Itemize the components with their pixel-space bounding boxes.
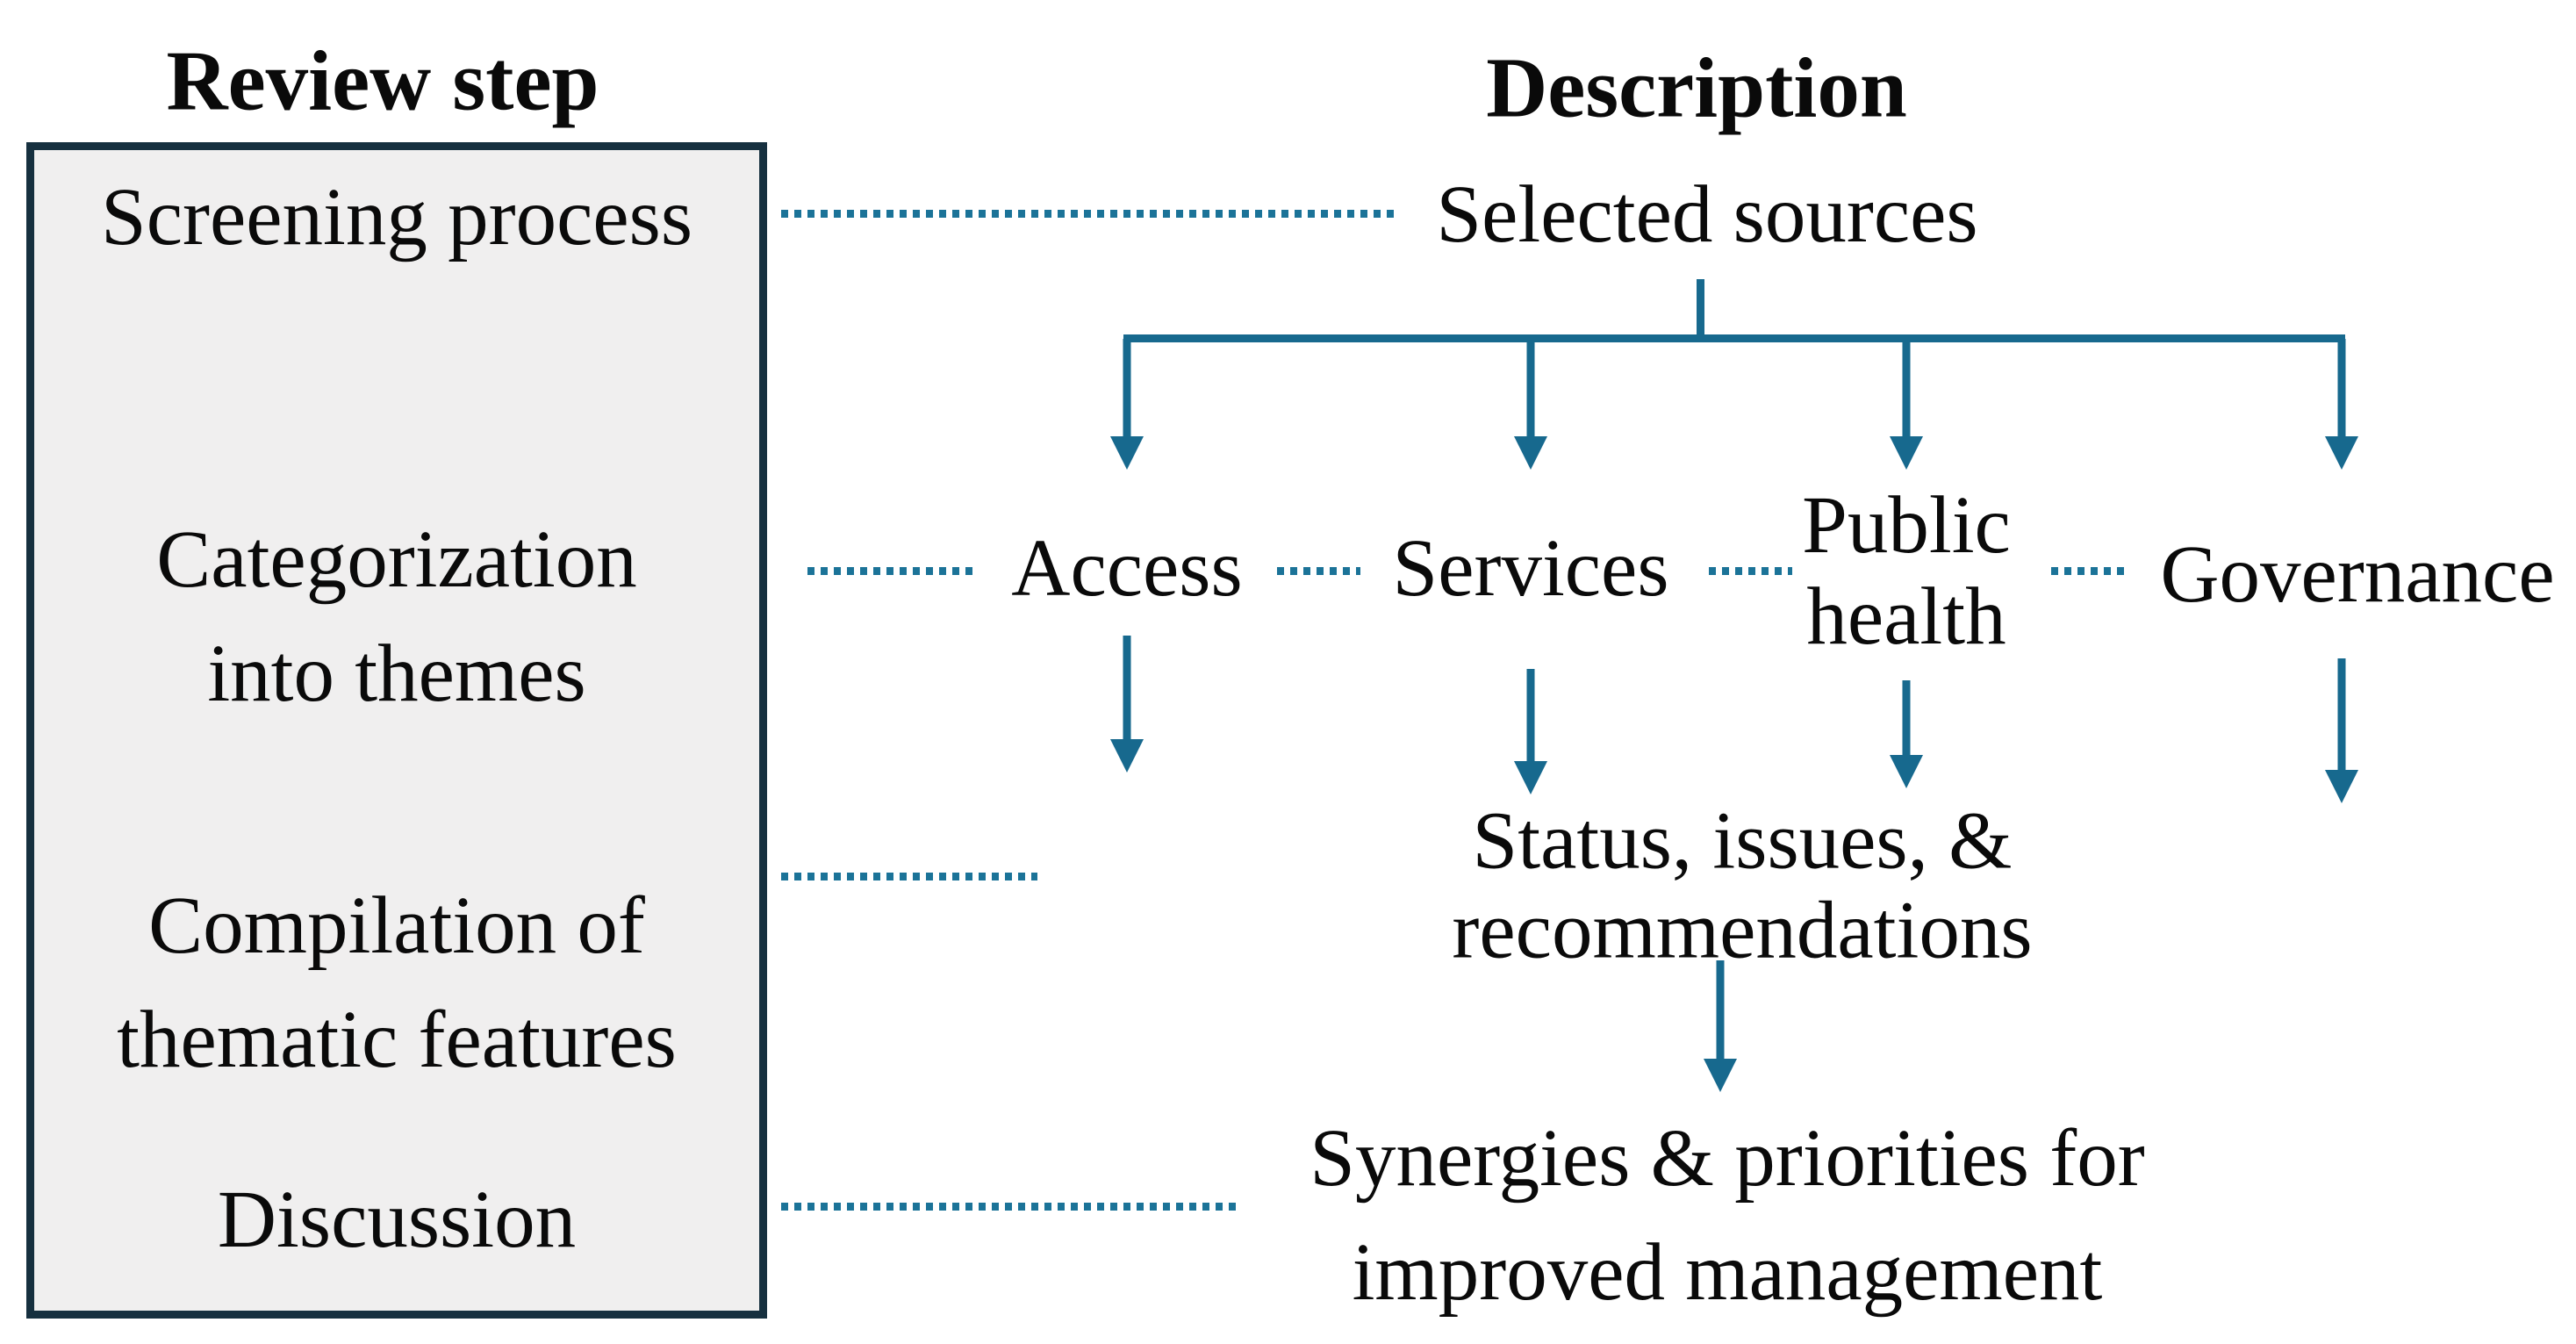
arrow-status-to-synergies [1704,960,1737,1092]
review-step-screening: Screening process [100,171,693,262]
theme-label-access: Access [1011,522,1243,614]
arrow-shaft [1123,636,1131,741]
arrowhead-down-icon [1890,436,1923,470]
connector-discussion-to-synergies [781,1203,1239,1211]
connector-services-public-health [1709,567,1792,575]
arrow-to-services [1514,339,1547,470]
arrowhead-down-icon [1704,1059,1737,1092]
theme-label-public-health: Public health [1802,479,2011,662]
connector-access-services [1277,567,1360,575]
arrowhead-down-icon [1890,755,1923,788]
arrow-shaft [1123,339,1131,438]
arrow-shaft [1526,669,1535,763]
arrowhead-down-icon [1110,436,1144,470]
arrow-shaft [1716,960,1725,1060]
column-header-description: Description [1486,40,1907,135]
arrow-shaft [1902,680,1911,757]
arrow-public-health-down [1890,680,1923,788]
selected-sources-label: Selected sources [1436,169,1978,260]
arrowhead-down-icon [1110,739,1144,773]
review-step-discussion: Discussion [217,1174,577,1265]
arrow-to-access [1110,339,1144,470]
connector-public-health-governance [2051,567,2126,575]
status-issues-recommendations-label: Status, issues, & recommendations [1452,795,2033,976]
branch-line [1123,334,2345,342]
arrowhead-down-icon [2325,436,2358,470]
synergies-priorities-label: Synergies & priorities for improved mana… [1310,1112,2145,1318]
review-step-categorization: Categorization into themes [156,514,637,719]
arrowhead-down-icon [2325,770,2358,803]
column-header-review-step: Review step [166,33,599,128]
arrow-shaft [1902,339,1911,438]
theme-label-services: Services [1392,522,1669,614]
connector-compilation-to-status [781,873,1037,880]
review-steps-box [26,142,767,1319]
connector-categorization-to-themes [807,567,979,575]
selected-sources-stub-line [1697,279,1704,337]
arrow-services-down [1514,669,1547,794]
arrowhead-down-icon [1514,436,1547,470]
arrow-access-down [1110,636,1144,773]
arrow-governance-down [2325,658,2358,803]
theme-label-governance: Governance [2160,528,2555,620]
connector-screening-to-selected-sources [781,210,1396,218]
arrow-to-governance [2325,339,2358,470]
arrow-shaft [2337,658,2346,772]
arrow-shaft [1526,339,1535,438]
arrow-shaft [2337,339,2346,438]
arrowhead-down-icon [1514,761,1547,794]
arrow-to-public-health [1890,339,1923,470]
review-step-compilation: Compilation of thematic features [117,880,677,1085]
